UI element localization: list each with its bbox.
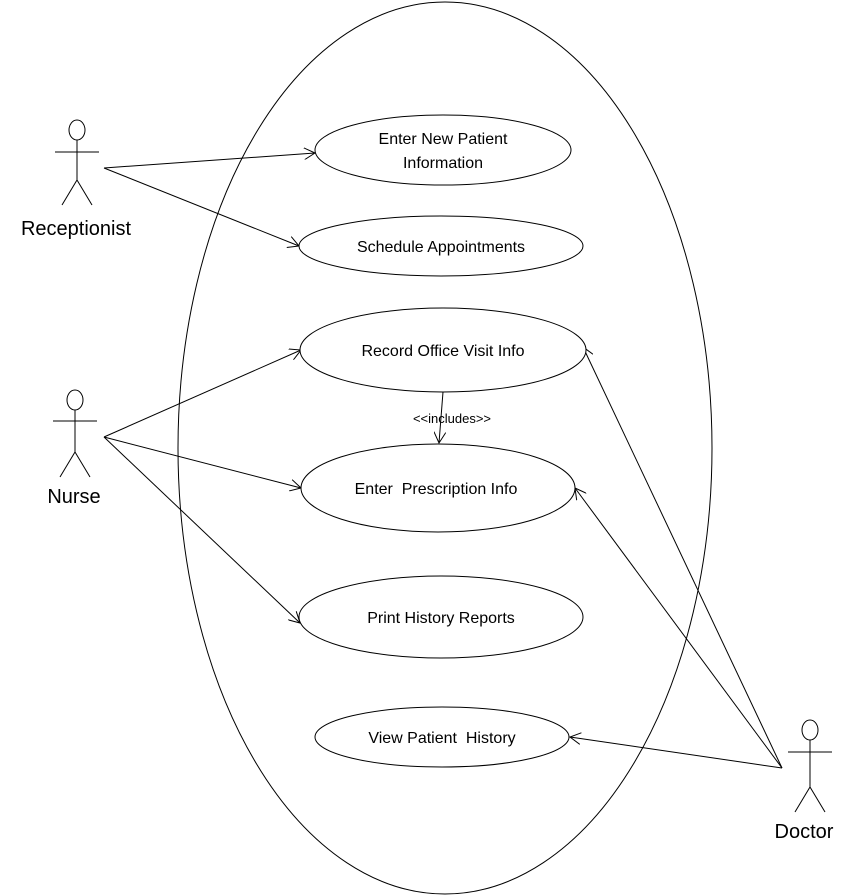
use-case-schedule-appointments[interactable]: Schedule Appointments [298,215,584,277]
use-case-enter-prescription[interactable]: Enter Prescription Info [300,443,576,533]
actor-receptionist-label: Receptionist [21,218,132,240]
assoc-doctor-record-visit [583,347,783,769]
use-case-enter-new-patient-label-line1: Enter New Patient [379,131,509,148]
include-relationship [439,391,443,443]
associations [103,153,783,769]
use-case-print-history-reports-label: Print History Reports [367,610,515,627]
use-case-schedule-appointments-label: Schedule Appointments [357,239,525,256]
actor-doctor-label: Doctor [775,821,834,843]
assoc-nurse-prescription [103,436,301,488]
actor-receptionist[interactable]: Receptionist [21,119,132,240]
actor-doctor[interactable]: Doctor [775,719,834,843]
assoc-doctor-view-history [570,737,783,769]
use-case-view-patient-history-label: View Patient History [368,730,515,747]
actor-nurse-label: Nurse [47,486,100,508]
use-case-view-patient-history[interactable]: View Patient History [314,706,570,768]
use-case-enter-prescription-shape [300,443,576,533]
assoc-nurse-record-visit [103,350,301,438]
assoc-receptionist-enter-new-patient [103,153,315,169]
use-case-record-office-visit[interactable]: Record Office Visit Info [299,307,587,393]
use-case-print-history-reports[interactable]: Print History Reports [298,575,584,659]
use-case-schedule-appointments-shape [298,215,584,277]
assoc-doctor-prescription [575,488,783,769]
actor-nurse[interactable]: Nurse [47,389,101,508]
includes-label: <<includes>> [413,411,491,426]
receptionist-figure-icon [55,119,99,206]
use-case-enter-new-patient-shape [314,114,572,186]
nurse-figure-icon [53,389,97,478]
use-case-enter-new-patient[interactable]: Enter New Patient Information [314,114,572,186]
system-boundary [177,1,713,895]
doctor-figure-icon [788,719,832,813]
use-case-enter-prescription-label: Enter Prescription Info [355,481,518,498]
use-case-record-office-visit-label: Record Office Visit Info [361,343,524,360]
use-case-enter-new-patient-label-line2: Information [403,155,483,172]
assoc-nurse-print-history [103,436,300,623]
use-case-view-patient-history-shape [314,706,570,768]
use-case-record-office-visit-shape [299,307,587,393]
use-case-print-history-reports-shape [298,575,584,659]
assoc-receptionist-schedule [103,167,299,246]
